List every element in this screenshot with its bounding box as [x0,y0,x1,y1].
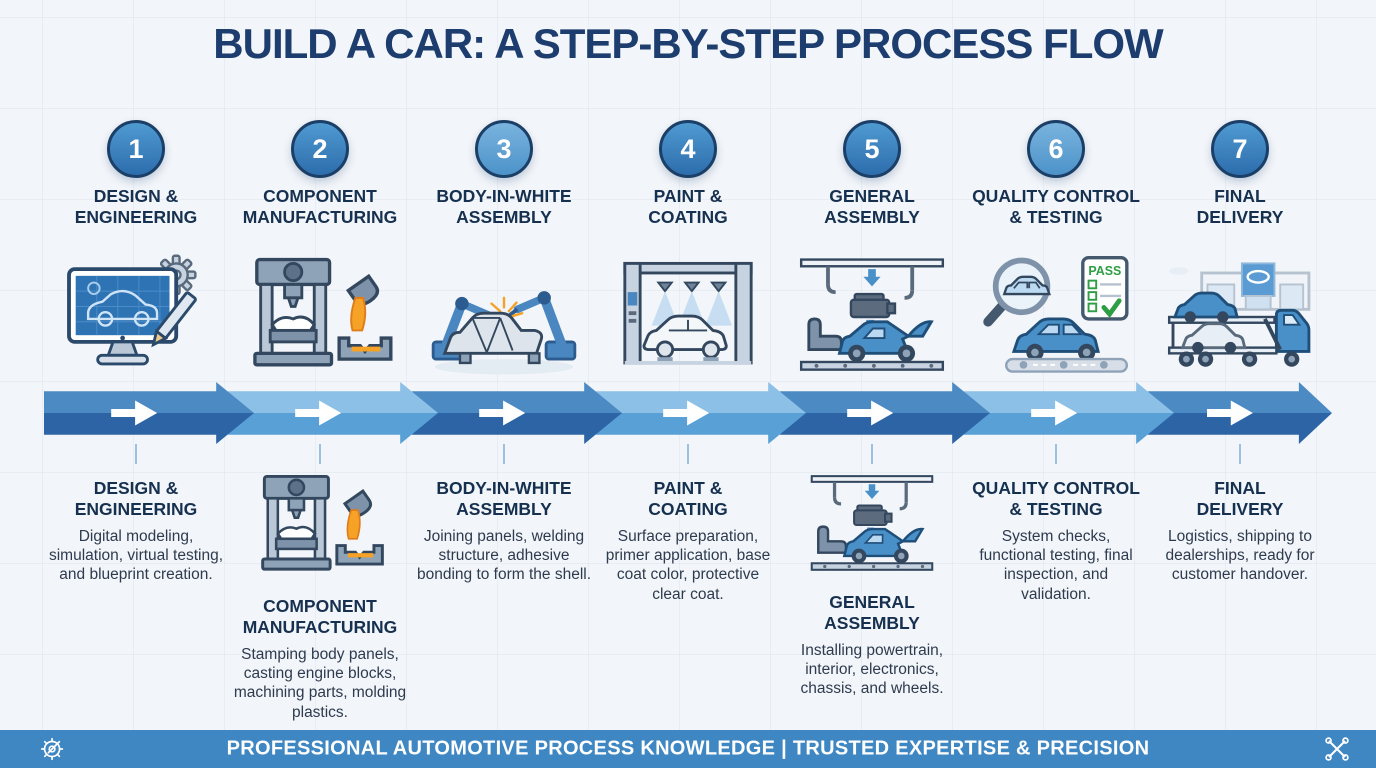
pass-badge: PASS [1088,264,1121,278]
step-number-badge: 5 [843,120,901,178]
step-title: BODY-IN-WHITE ASSEMBLY [436,186,572,227]
arrow-right-icon [847,400,894,426]
arrow-right-icon [663,400,710,426]
step-detail-4: PAINT & COATING Surface preparation, pri… [596,444,780,722]
step-detail-heading: PAINT & COATING [648,478,728,519]
step-detail-6: QUALITY CONTROL & TESTING System checks,… [964,444,1148,722]
flow-arrow-6 [964,382,1174,444]
step-detail-heading: DESIGN & ENGINEERING [74,478,198,519]
arrow-right-icon [111,400,158,426]
step-labels-row: DESIGN & ENGINEERING COMPONENT MANUFACTU… [44,186,1332,228]
arrow-right-icon [1031,400,1078,426]
step-detail-heading: FINAL DELIVERY [1196,478,1284,519]
step-number-badge: 2 [291,120,349,178]
connector-line [1054,444,1058,464]
footer-tagline: PROFESSIONAL AUTOMOTIVE PROCESS KNOWLEDG… [226,737,1150,760]
step-detail-2: COMPONENT MANUFACTURING Stamping body pa… [228,444,412,722]
welding-robots-icon [431,291,577,375]
flow-arrow-7 [1148,382,1332,444]
crossed-wrenches-icon [1325,737,1349,761]
car-carrier-truck-icon [1167,262,1311,367]
step-icons-row: PASS [44,244,1332,384]
step-title: QUALITY CONTROL & TESTING [972,186,1140,227]
process-arrow-band [44,382,1332,444]
connector-line [1238,444,1242,464]
step-number: 3 [496,133,512,164]
step-title: GENERAL ASSEMBLY [824,186,920,227]
step-details-row: DESIGN & ENGINEERING Digital modeling, s… [44,444,1332,722]
step-detail-description: Installing powertrain, interior, electro… [800,642,944,698]
step-detail-heading: COMPONENT MANUFACTURING [242,596,398,637]
step-title: PAINT & COATING [648,186,728,227]
step-title: FINAL DELIVERY [1196,186,1284,227]
connector-line [502,444,506,464]
step-number-badge: 4 [659,120,717,178]
step-number: 6 [1048,133,1064,164]
paint-booth-icon [623,261,753,365]
arrow-right-icon [479,400,526,426]
step-number: 5 [864,133,880,164]
arrow-right-icon [1206,400,1253,426]
step-column-7: 7 [1148,120,1332,178]
flow-arrow-2 [228,382,438,444]
step-column-1: 1 [44,120,228,178]
gear-wrench-icon [40,737,64,761]
flow-arrow-4 [596,382,806,444]
flow-arrow-5 [780,382,990,444]
step-detail-7: FINAL DELIVERY Logistics, shipping to de… [1148,444,1332,722]
stamping-press-icon [261,474,384,571]
step-detail-heading: BODY-IN-WHITE ASSEMBLY [436,478,572,519]
connector-line [870,444,874,464]
assembly-line-icon [810,475,934,571]
step-column-6: 6 [964,120,1148,178]
step-number-badge: 3 [475,120,533,178]
step-detail-description: System checks, functional testing, final… [979,528,1133,603]
stamping-press-icon [253,257,393,367]
flow-arrow-1 [44,382,254,444]
connector-line [134,444,138,464]
computer-blueprint-icon [67,254,197,366]
step-detail-3: BODY-IN-WHITE ASSEMBLY Joining panels, w… [412,444,596,722]
step-detail-heading: GENERAL ASSEMBLY [824,592,920,633]
step-detail-heading: QUALITY CONTROL & TESTING [972,478,1140,519]
arrow-right-icon [295,400,342,426]
step-detail-description: Digital modeling, simulation, virtual te… [48,528,224,584]
step-title: COMPONENT MANUFACTURING [242,186,398,227]
step-number-badge: 1 [107,120,165,178]
inspection-magnifier-icon: PASS [983,255,1129,373]
step-column-3: 3 [412,120,596,178]
connector-line [686,444,690,464]
step-title: DESIGN & ENGINEERING [74,186,198,227]
step-number: 4 [680,133,696,164]
step-detail-description: Stamping body panels, casting engine blo… [233,646,407,721]
step-detail-5: GENERAL ASSEMBLY Installing powertrain, … [780,444,964,722]
step-numbers-row: 1 2 3 4 5 6 7 [44,120,1332,178]
step-detail-description: Joining panels, welding structure, adhes… [416,528,592,584]
step-detail-description: Surface preparation, primer application,… [605,528,771,603]
step-number: 2 [312,133,328,164]
step-detail-description: Logistics, shipping to dealerships, read… [1165,528,1315,584]
step-number: 7 [1232,133,1248,164]
flow-arrow-3 [412,382,622,444]
page-title: BUILD A CAR: A STEP-BY-STEP PROCESS FLOW [213,20,1163,67]
assembly-line-icon [799,258,945,371]
step-column-4: 4 [596,120,780,178]
step-detail-1: DESIGN & ENGINEERING Digital modeling, s… [44,444,228,722]
step-number: 1 [128,133,144,164]
step-number-badge: 6 [1027,120,1085,178]
step-column-5: 5 [780,120,964,178]
step-column-2: 2 [228,120,412,178]
footer-bar: PROFESSIONAL AUTOMOTIVE PROCESS KNOWLEDG… [0,730,1376,768]
connector-line [318,444,322,464]
step-number-badge: 7 [1211,120,1269,178]
